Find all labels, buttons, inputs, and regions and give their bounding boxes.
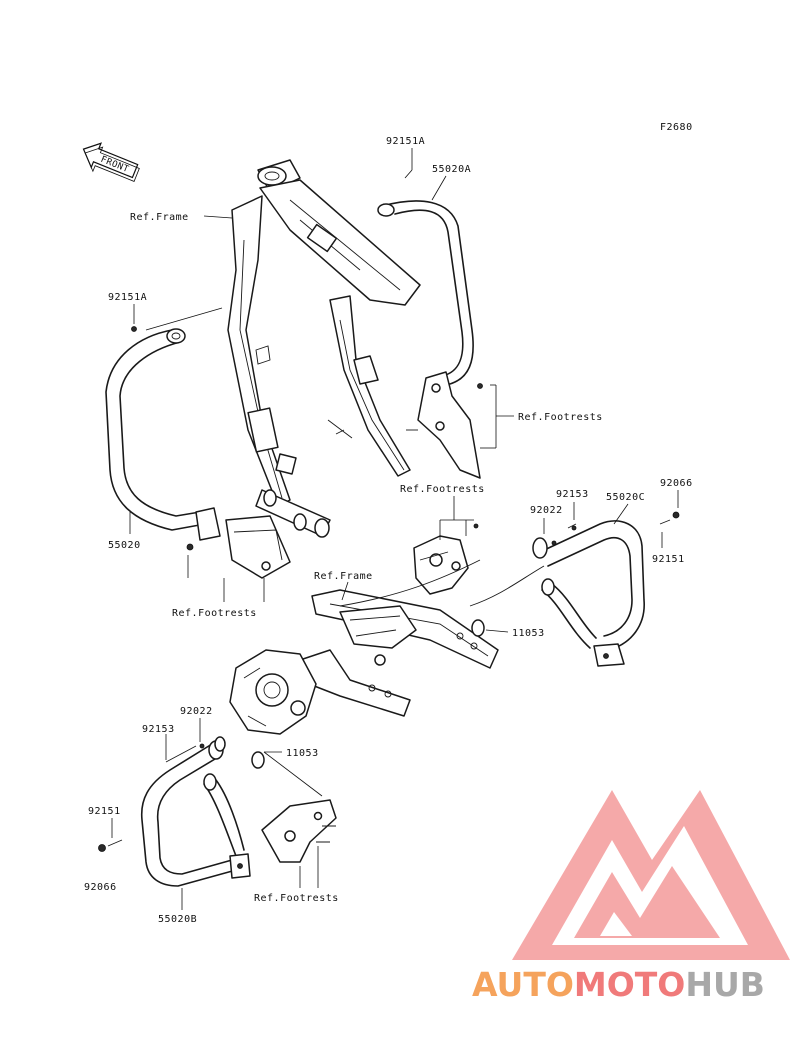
footrest-center bbox=[413, 523, 479, 595]
label-92151-left: 92151 bbox=[88, 806, 121, 817]
label-92151A-top: 92151A bbox=[386, 136, 425, 147]
label-92153-left: 92153 bbox=[142, 724, 175, 735]
label-ref-footrests-right-upper: Ref.Footrests bbox=[518, 412, 603, 423]
label-ref-frame-mid: Ref.Frame bbox=[314, 571, 373, 582]
logo-text-moto: MOTO bbox=[574, 965, 685, 1004]
label-55020A: 55020A bbox=[432, 164, 471, 175]
label-55020: 55020 bbox=[108, 540, 141, 551]
label-55020C: 55020C bbox=[606, 492, 645, 503]
label-11053-right: 11053 bbox=[512, 628, 545, 639]
front-direction-arrow: FRONT bbox=[82, 142, 140, 182]
label-92066-right: 92066 bbox=[660, 478, 693, 489]
label-ref-footrests-left: Ref.Footrests bbox=[172, 608, 257, 619]
label-11053-left: 11053 bbox=[286, 748, 319, 759]
label-92151-right: 92151 bbox=[652, 554, 685, 565]
label-92066-left: 92066 bbox=[84, 882, 117, 893]
crash-bar-55020C bbox=[471, 511, 680, 667]
crash-bar-55020A bbox=[377, 200, 483, 479]
label-92151A-left: 92151A bbox=[108, 292, 147, 303]
leader-lines bbox=[111, 148, 679, 910]
lower-frame bbox=[229, 559, 545, 735]
main-frame bbox=[227, 159, 421, 538]
watermark-logo: AUTOMOTOHUB bbox=[472, 790, 790, 1004]
logo-text-hub: HUB bbox=[685, 965, 765, 1004]
figure-code: F2680 bbox=[660, 122, 693, 133]
label-92022-left: 92022 bbox=[180, 706, 213, 717]
crash-bar-55020B bbox=[98, 736, 337, 887]
label-ref-footrests-center: Ref.Footrests bbox=[400, 484, 485, 495]
label-55020B: 55020B bbox=[158, 914, 197, 925]
label-ref-footrests-bottom: Ref.Footrests bbox=[254, 893, 339, 904]
part-labels: 92151A 55020A Ref.Frame 92151A Ref.Footr… bbox=[84, 136, 693, 925]
crash-bar-55020 bbox=[105, 326, 291, 579]
label-ref-frame-top: Ref.Frame bbox=[130, 212, 189, 223]
label-92153-right: 92153 bbox=[556, 489, 589, 500]
logo-text: AUTOMOTOHUB bbox=[472, 965, 765, 1004]
label-92022-right: 92022 bbox=[530, 505, 563, 516]
logo-text-auto: AUTO bbox=[472, 965, 574, 1004]
